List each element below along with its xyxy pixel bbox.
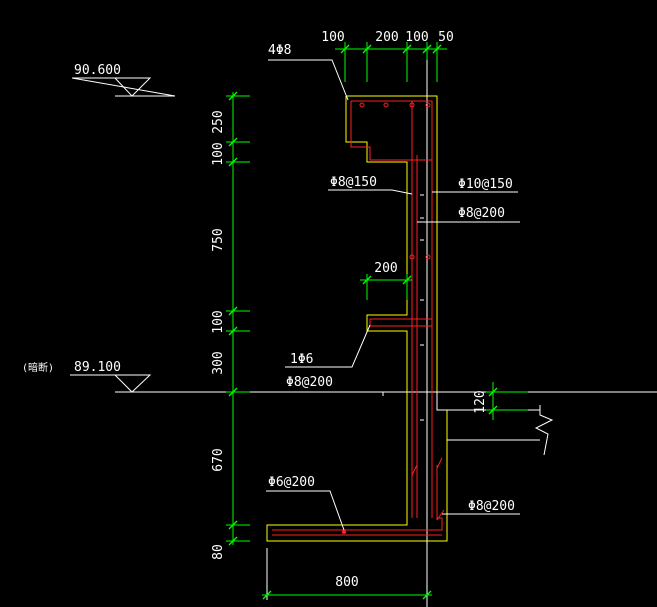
top-dim-100: 100 (321, 30, 344, 45)
elevation-top-label: 90.600 (74, 63, 121, 78)
top-dimension-chain: 100 200 100 50 (321, 30, 454, 82)
rebar-dot (425, 254, 431, 260)
dim-80: 80 (211, 544, 226, 560)
svg-text:4Φ8: 4Φ8 (268, 43, 291, 58)
elevation-mark-top: 90.600 (71, 63, 176, 97)
dim-670: 670 (211, 448, 226, 471)
rebar-dot (359, 102, 365, 108)
bottom-dim-800: 800 (335, 575, 358, 590)
break-mark (534, 405, 554, 456)
top-dim-50: 50 (438, 30, 454, 45)
rebar-dot (425, 102, 431, 108)
rebar-cage (272, 100, 445, 536)
top-dim-100b: 100 (405, 30, 428, 45)
right-dim-120: 120 (473, 390, 488, 413)
top-dim-200: 200 (375, 30, 398, 45)
rebar-dot (409, 102, 415, 108)
svg-text:Φ10@150: Φ10@150 (458, 177, 513, 192)
label-distribution: Φ8@200 (417, 206, 520, 223)
bottom-dimension: 800 (262, 575, 432, 600)
svg-text:Φ8@200: Φ8@200 (468, 499, 515, 514)
rebar-dot (342, 530, 346, 534)
label-base-corner: Φ8@200 (442, 499, 520, 515)
label-ledge: 1Φ6 Φ8@200 (285, 324, 371, 390)
rebar-dot (383, 102, 389, 108)
label-base-slab: Φ6@200 (266, 475, 345, 531)
ledge-bar-label: 1Φ6 (290, 352, 313, 367)
dim-100-a: 100 (211, 142, 226, 165)
dim-750: 750 (211, 228, 226, 251)
inner-dimension: 200 (360, 261, 412, 300)
elevation-mark-ground: (暗断) 89.100 (22, 360, 152, 393)
dim-250: 250 (211, 110, 226, 133)
svg-text:Φ8@150: Φ8@150 (330, 175, 377, 190)
elevation-ground-tag: (暗断) (22, 361, 54, 374)
rebar-tick-marks (382, 194, 424, 421)
dim-300: 300 (211, 351, 226, 374)
elevation-ground-label: 89.100 (74, 360, 121, 375)
label-top-bars: 4Φ8 (268, 43, 349, 101)
right-dimension: 120 (473, 382, 528, 420)
label-right-vertical: Φ10@150 (432, 177, 518, 193)
vertical-dimension-chain: 250 100 750 100 300 670 80 (211, 91, 250, 560)
svg-text:Φ8@200: Φ8@200 (458, 206, 505, 221)
svg-text:Φ6@200: Φ6@200 (268, 475, 315, 490)
slab-outline (436, 392, 540, 411)
label-left-vertical: Φ8@150 (328, 175, 413, 195)
inner-dim-200: 200 (374, 261, 397, 276)
ledge-stirrup-label: Φ8@200 (286, 375, 333, 390)
dim-100-b: 100 (211, 310, 226, 333)
rebar-dot (409, 254, 415, 260)
